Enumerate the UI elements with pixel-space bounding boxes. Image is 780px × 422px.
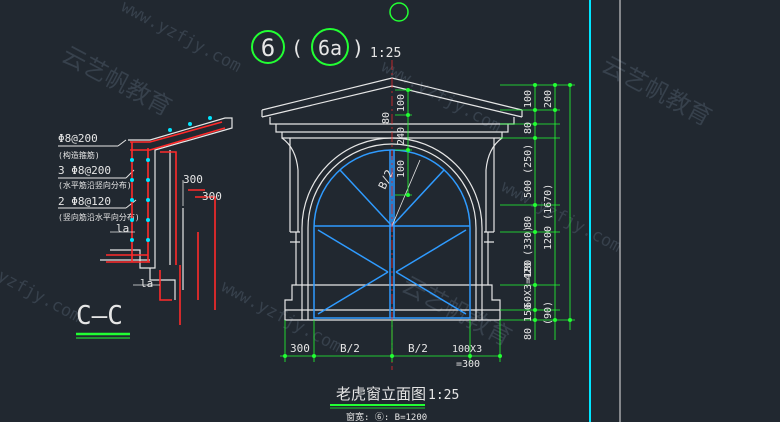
- drawing-caption: 老虎窗立面图 1:25 窗宽: ⑥: B=1200: [330, 385, 459, 422]
- section-dim-la: la: [140, 277, 153, 290]
- watermark-brand: 云艺帆教育: [597, 51, 716, 132]
- dormer-elevation: B/2: [261, 60, 523, 370]
- dim-mid: 500 (250): [523, 144, 534, 198]
- dim-mid: 80: [523, 122, 534, 134]
- section-dim-300: 300: [183, 173, 203, 186]
- dim-bottom: 100X3: [452, 344, 482, 355]
- dim-bottom: =300: [456, 359, 480, 370]
- dim-mid: 100: [523, 90, 534, 108]
- dim-outer: 1200 (1670): [543, 184, 554, 250]
- section-dim-300: 300: [202, 190, 222, 203]
- watermark-brand: 云艺帆教育: [57, 41, 176, 122]
- dim-outer: 200: [543, 90, 554, 108]
- rebar-note: (竖向筋沿水平向分布): [58, 212, 140, 222]
- paren-open: (: [291, 36, 303, 60]
- dim-inner: 100: [396, 94, 407, 112]
- dim-mid: 80: [523, 216, 534, 228]
- frame-lines: [589, 0, 621, 422]
- detail-number-6: 6: [261, 34, 275, 62]
- header-scale: 1:25: [370, 46, 401, 61]
- dim-mid: 60X3=180: [523, 260, 534, 308]
- detail-header: 6 ( 6a ) 1:25: [251, 28, 401, 66]
- dim-outer: (90): [543, 301, 554, 325]
- watermark-text: www.yzfjy.com: [118, 0, 245, 77]
- detail-circle-6a: [311, 28, 349, 66]
- rebar-note: Φ8@200: [58, 132, 98, 145]
- marker-circle: [389, 2, 409, 22]
- dim-mid: 80: [523, 328, 534, 340]
- window-radius-label: B/2: [376, 168, 396, 192]
- dim-inner: 240: [396, 127, 407, 145]
- section-c-c: Φ8@200 (构造箍筋) 3 Φ8@200 (水平筋沿竖向分布) 2 Φ8@1…: [58, 116, 233, 339]
- watermark-text: www.yzfjy.com: [0, 247, 85, 327]
- watermark-text: www.yzfjy.com: [218, 277, 345, 357]
- dim-inner: 100: [396, 160, 407, 178]
- section-dim-la: la: [116, 222, 129, 235]
- rebar-notes: Φ8@200 (构造箍筋) 3 Φ8@200 (水平筋沿竖向分布) 2 Φ8@1…: [58, 132, 140, 222]
- dim-inner: 80: [381, 112, 392, 124]
- detail-circle-6: [251, 30, 285, 64]
- dim-bottom: B/2: [340, 342, 360, 355]
- detail-number-6a: 6a: [318, 36, 342, 60]
- rebar-note: (水平筋沿竖向分布): [58, 180, 132, 190]
- section-title: C—C: [76, 301, 123, 331]
- dim-bottom: B/2: [408, 342, 428, 355]
- caption-note: 窗宽: ⑥: B=1200: [346, 411, 427, 422]
- rebar-note: 3 Φ8@200: [58, 164, 111, 177]
- caption-title: 老虎窗立面图: [336, 385, 426, 403]
- paren-close: ): [352, 36, 364, 60]
- rebar-note: 2 Φ8@120: [58, 195, 111, 208]
- caption-scale: 1:25: [428, 388, 459, 403]
- dims-bottom: 300 B/2 B/2 100X3 =300: [280, 320, 502, 370]
- dim-bottom: 300: [290, 342, 310, 355]
- dims-vertical: 100 240 80 100 100 80 500 (250) 80 420 (…: [381, 83, 575, 340]
- dim-mid: 150: [523, 304, 534, 322]
- watermark-text: www.yzfjy.com: [498, 177, 625, 257]
- rebar-note: (构造箍筋): [58, 150, 100, 160]
- dim-mid: 420 (330): [523, 226, 534, 280]
